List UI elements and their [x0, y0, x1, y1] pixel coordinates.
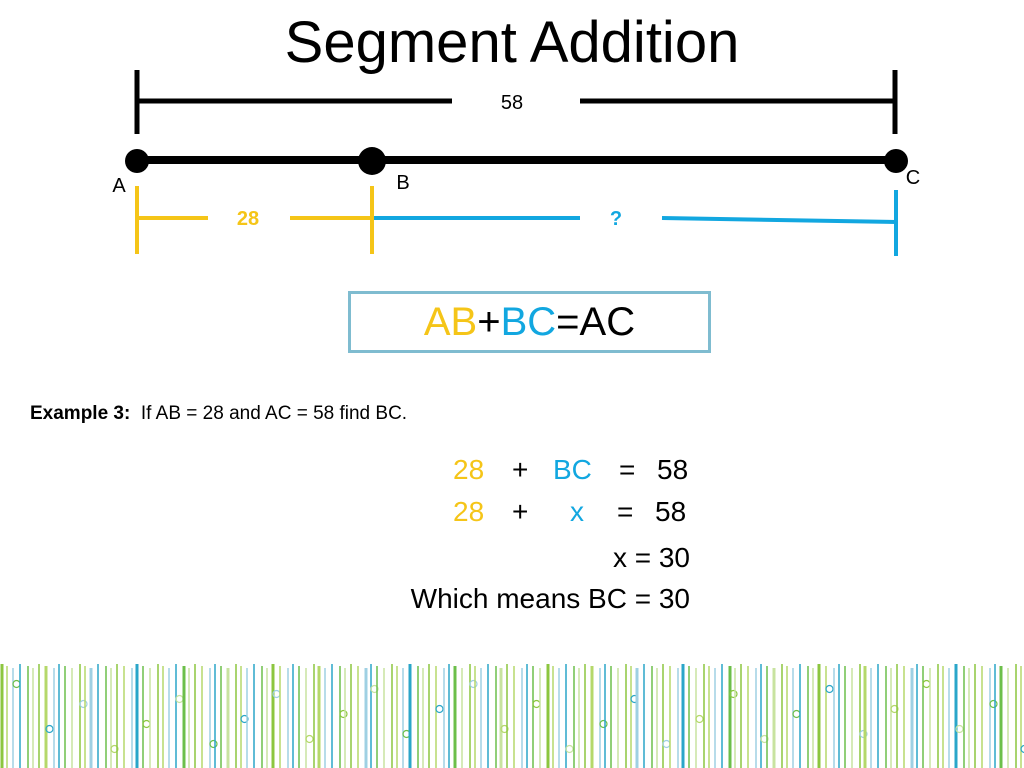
bc-dimension-line: [374, 190, 898, 256]
example-text: If AB = 28 and AC = 58 find BC.: [140, 403, 408, 424]
pattern-loop: [760, 734, 769, 744]
pattern-loop: [435, 704, 444, 714]
solution-2-plus: +: [512, 496, 529, 527]
pattern-loop: [599, 719, 608, 729]
solution-1-ac: 58: [657, 454, 689, 485]
pattern-loop: [240, 714, 249, 724]
solution-2-equals: =: [617, 496, 634, 527]
point-c-dot: [884, 149, 908, 173]
pattern-loop: [955, 724, 964, 734]
segment-addition-formula: AB + BC = AC: [348, 291, 711, 353]
formula-bc: BC: [500, 299, 557, 344]
pattern-loop: [209, 739, 218, 749]
solution-line-3: x = 30: [612, 542, 690, 573]
pattern-loop: [45, 724, 54, 734]
pattern-loop: [890, 704, 899, 714]
pattern-loop: [175, 694, 184, 704]
ab-dimension-line: [135, 186, 374, 254]
point-c-label: C: [905, 167, 921, 189]
pattern-loop: [12, 679, 21, 689]
segment-diagram: [125, 70, 908, 256]
pattern-loop: [339, 709, 348, 719]
pattern-loop: [989, 699, 998, 709]
formula-equals: =: [556, 299, 580, 344]
pattern-loop: [565, 744, 574, 754]
pattern-loop: [305, 734, 314, 744]
solution-line-1: 28 + BC = 58: [0, 453, 1024, 487]
total-length-label: 58: [500, 92, 524, 114]
point-b-dot: [358, 147, 386, 175]
bc-length-label: ?: [609, 208, 623, 230]
pattern-loop: [532, 699, 541, 709]
point-b-label: B: [396, 172, 410, 194]
decorative-border-pattern: [0, 664, 1024, 768]
solution-1-plus: +: [512, 454, 529, 485]
pattern-loop: [825, 684, 834, 694]
total-dimension-line: [134, 70, 898, 134]
formula-plus: +: [477, 299, 501, 344]
solution-conclusion: Which means BC = 30: [410, 583, 690, 614]
solution-1-bc: BC: [553, 454, 592, 485]
slide-title: Segment Addition: [284, 10, 740, 75]
solution-2-ac: 58: [655, 496, 687, 527]
pattern-loop: [729, 689, 738, 699]
example-prompt: Example 3: If AB = 28 and AC = 58 find B…: [30, 403, 407, 425]
pattern-loop: [1020, 744, 1024, 754]
solution-2-x: x: [570, 496, 584, 527]
solution-1-ab: 28: [453, 454, 485, 485]
pattern-loop: [370, 684, 379, 694]
pattern-loop: [695, 714, 704, 724]
solution-1-equals: =: [619, 454, 636, 485]
pattern-loop: [79, 699, 88, 709]
solution-2-ab: 28: [453, 496, 485, 527]
pattern-loop: [110, 744, 119, 754]
pattern-loop: [792, 709, 801, 719]
formula-ac: AC: [579, 299, 636, 344]
formula-ab: AB: [423, 299, 478, 344]
point-a-dot: [125, 149, 149, 173]
pattern-loop: [662, 739, 671, 749]
pattern-loop: [142, 719, 151, 729]
pattern-loop: [500, 724, 509, 734]
pattern-loop: [469, 679, 478, 689]
solution-line-2: 28 + x = 58: [0, 495, 1024, 529]
pattern-loop: [922, 679, 931, 689]
example-label: Example 3:: [30, 403, 131, 424]
ab-length-label: 28: [236, 208, 260, 230]
point-a-label: A: [112, 175, 126, 197]
